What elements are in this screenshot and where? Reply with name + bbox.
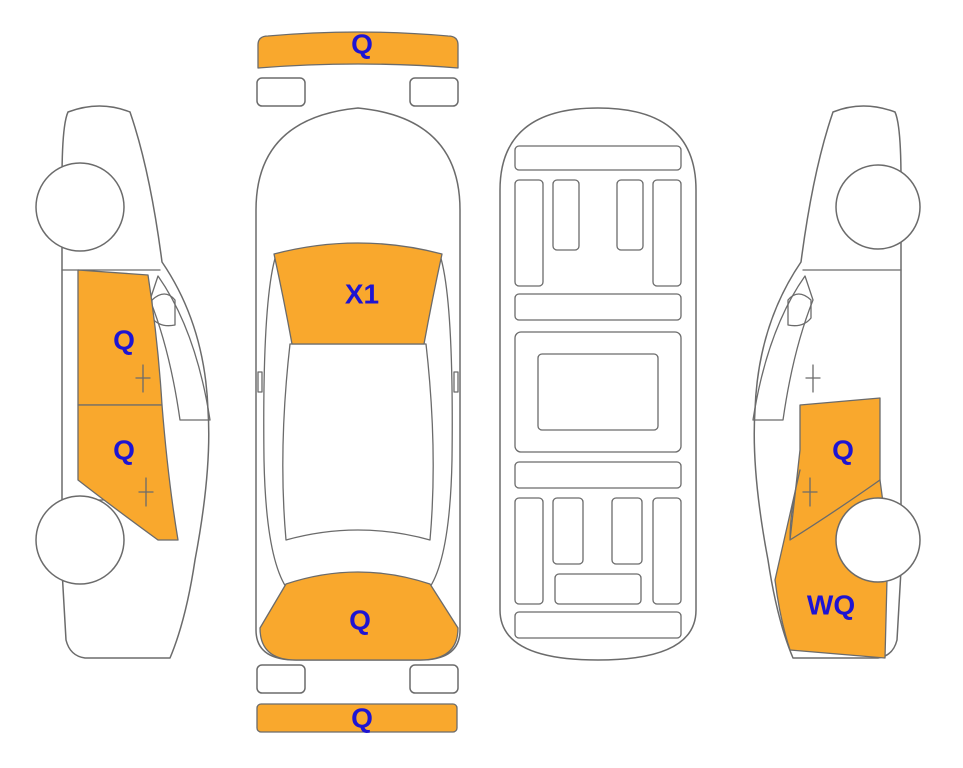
top-view-right-pillar (427, 254, 453, 591)
top-view: Q X1 Q Q (255, 28, 461, 733)
rear-window-panel (259, 571, 459, 661)
right-rear-wheel (835, 497, 921, 583)
front-bumper-panel (257, 31, 459, 69)
windshield-label: X1 (345, 278, 379, 309)
underbody-front-left-rail (514, 179, 544, 287)
right-front-wheel (835, 164, 921, 250)
left-rear-wheel (35, 495, 125, 585)
right-rear-quarter-label: WQ (807, 589, 855, 620)
left-rear-door-label: Q (113, 434, 135, 465)
top-view-roof (282, 343, 434, 541)
left-side-view: Q Q (35, 105, 211, 659)
underbody-rear-left-rail (514, 497, 544, 605)
underbody-rear-right-rail (652, 497, 682, 605)
left-front-door-label: Q (113, 324, 135, 355)
underbody-view (499, 107, 697, 661)
underbody-front-crossmember (514, 145, 682, 171)
rear-window-label: Q (349, 604, 371, 635)
left-rear-door-handle (138, 477, 154, 507)
right-headlight (409, 77, 459, 107)
left-side-window (149, 275, 211, 421)
underbody-rear-inner-left (552, 497, 584, 565)
top-view-right-mirror (453, 371, 459, 393)
underbody-center-pan (537, 353, 659, 431)
underbody-front-inner-right (616, 179, 644, 251)
underbody-rear-crossmember (514, 461, 682, 489)
underbody-center-frame (514, 331, 682, 453)
top-view-left-mirror (257, 371, 263, 393)
right-rear-door-label: Q (832, 434, 854, 465)
underbody-front-inner-left (552, 179, 580, 251)
left-front-wheel (35, 162, 125, 252)
right-taillight (409, 664, 459, 694)
underbody-outline (499, 107, 697, 661)
front-bumper-label: Q (351, 28, 373, 59)
underbody-front-right-rail (652, 179, 682, 287)
right-front-door-handle (805, 364, 821, 393)
underbody-spare-well (554, 573, 642, 605)
left-rear-door-panel (77, 404, 179, 541)
right-side-view: Q WQ (752, 105, 921, 659)
left-front-door-handle (135, 364, 151, 393)
right-side-window (752, 275, 814, 421)
windshield-panel (273, 242, 443, 345)
top-view-left-pillar (263, 254, 289, 591)
left-side-mirror (151, 293, 176, 327)
rear-bumper-panel (256, 703, 458, 733)
underbody-rear-bumper-bar (514, 611, 682, 639)
left-taillight (256, 664, 306, 694)
underbody-rear-inner-right (611, 497, 643, 565)
right-rear-door-handle (802, 477, 818, 507)
underbody-mid-crossmember (514, 293, 682, 321)
left-headlight (256, 77, 306, 107)
right-side-mirror (787, 293, 812, 327)
rear-bumper-label: Q (351, 702, 373, 733)
